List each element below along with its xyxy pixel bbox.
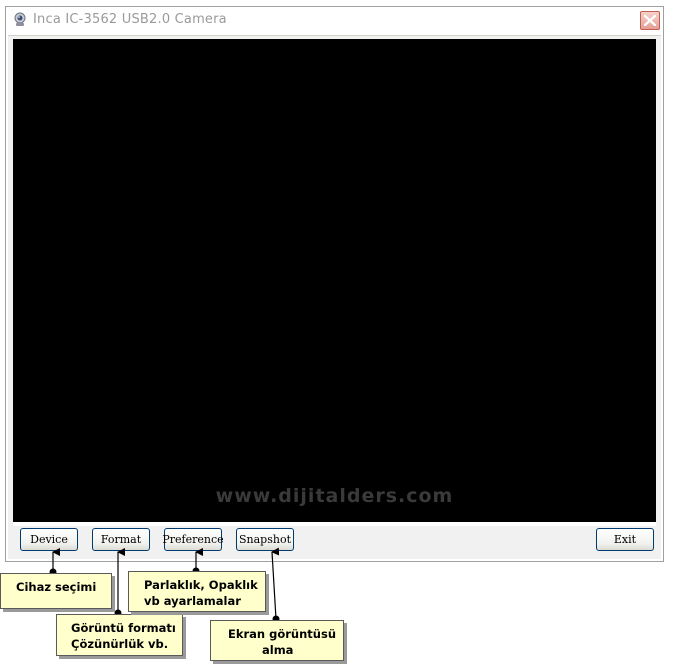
- camera-window: Inca IC-3562 USB2.0 Camera www.dijitalde…: [5, 6, 664, 562]
- video-preview: www.dijitalders.com: [13, 39, 656, 522]
- callout-preference-line-2: vb ayarlamalar: [144, 594, 241, 608]
- callout-format: Görüntü formatı Çözünürlük vb.: [56, 614, 183, 656]
- callout-snapshot-line-1: Ekran görüntüsü: [228, 627, 337, 641]
- title-bar[interactable]: Inca IC-3562 USB2.0 Camera: [6, 7, 663, 35]
- exit-button[interactable]: Exit: [596, 528, 654, 551]
- callout-preference: Parlaklık, Opaklık vb ayarlamalar: [128, 571, 266, 612]
- close-icon: [644, 15, 656, 26]
- video-border: [13, 522, 656, 526]
- callout-snapshot-line-2: alma: [262, 643, 294, 657]
- preference-button[interactable]: Preference: [162, 528, 224, 551]
- callout-preference-line-1: Parlaklık, Opaklık: [144, 578, 258, 592]
- snapshot-button[interactable]: Snapshot: [236, 528, 294, 551]
- callout-format-line-1: Görüntü formatı: [71, 621, 176, 635]
- close-button[interactable]: [640, 11, 660, 30]
- callout-format-line-2: Çözünürlük vb.: [71, 637, 169, 651]
- window-title: Inca IC-3562 USB2.0 Camera: [33, 12, 227, 27]
- watermark: www.dijitalders.com: [215, 485, 454, 507]
- callout-device-line-1: Cihaz seçimi: [16, 580, 97, 594]
- webcam-icon: [14, 12, 26, 26]
- format-button[interactable]: Format: [92, 528, 150, 551]
- device-button[interactable]: Device: [20, 528, 78, 551]
- client-area: www.dijitalders.com Device Format Prefer…: [8, 35, 661, 559]
- callout-snapshot: Ekran görüntüsü alma: [210, 620, 344, 661]
- callout-device: Cihaz seçimi: [0, 573, 112, 609]
